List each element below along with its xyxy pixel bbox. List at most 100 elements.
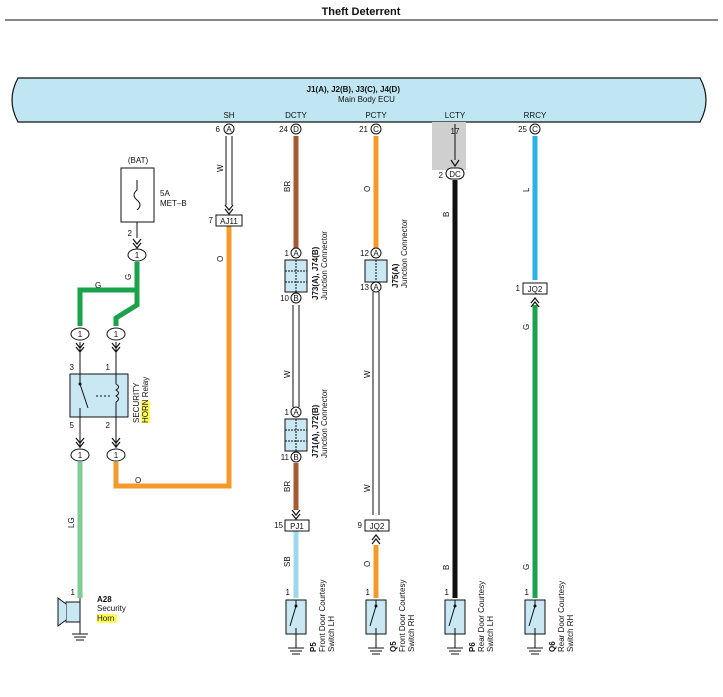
svg-text:G: G [95, 281, 101, 290]
junction-j75: 12 A 13 A J75(A) Junction Connector [360, 219, 409, 293]
svg-text:W: W [283, 370, 292, 378]
switch-name-line2: Switch LH [327, 616, 336, 652]
svg-text:1: 1 [114, 330, 119, 339]
svg-text:G: G [124, 274, 133, 280]
svg-text:2: 2 [106, 421, 111, 430]
svg-text:A: A [373, 283, 379, 292]
switch-pin: 1 [525, 588, 530, 597]
svg-text:9: 9 [358, 521, 363, 530]
svg-text:1: 1 [71, 588, 76, 597]
relay-bottom-terminals: 5 2 1 1 [70, 421, 126, 462]
svg-text:HORN Relay: HORN Relay [141, 377, 150, 423]
pj1-connector: 15 PJ1 [274, 509, 310, 532]
svg-text:SB: SB [283, 556, 292, 567]
svg-text:SECURITY: SECURITY [132, 382, 141, 423]
switch-name-line1: Rear Door Courtesy [557, 581, 566, 652]
svg-text:A: A [226, 125, 232, 134]
terminal-lcty: LCTY [445, 111, 466, 120]
switch-name-line2: Switch RH [407, 614, 416, 652]
terminal-rrcy: RRCY [524, 111, 547, 120]
svg-text:B: B [442, 212, 451, 217]
terminal-dcty: DCTY [285, 111, 307, 120]
svg-text:7: 7 [209, 216, 214, 225]
svg-text:W: W [363, 484, 372, 492]
aj11-connector: 7 AJ11 [209, 204, 243, 227]
switch-name-line1: Front Door Courtesy [398, 580, 407, 652]
svg-text:11: 11 [281, 453, 290, 462]
svg-text:1: 1 [285, 408, 290, 417]
svg-text:24: 24 [279, 125, 288, 134]
svg-text:1: 1 [78, 451, 83, 460]
svg-text:15: 15 [274, 521, 283, 530]
svg-text:17: 17 [451, 127, 460, 136]
svg-text:5: 5 [70, 421, 75, 430]
lcty-dc-junction: 2 DC [439, 159, 465, 180]
svg-text:J71(A), J72(B): J71(A), J72(B) [311, 404, 320, 458]
lcty-shade [432, 122, 466, 170]
relay-label: SECURITY HORN Relay [132, 377, 150, 423]
svg-text:MET–B: MET–B [160, 199, 187, 208]
switch-name-line1: Front Door Courtesy [318, 580, 327, 652]
svg-text:Junction Connector: Junction Connector [400, 219, 409, 288]
svg-text:W: W [216, 164, 225, 172]
svg-text:JQ2: JQ2 [528, 285, 543, 294]
svg-text:Junction Connector: Junction Connector [320, 231, 329, 300]
security-horn-relay [69, 373, 129, 418]
svg-text:L: L [522, 187, 531, 192]
switch-name-line1: Rear Door Courtesy [477, 581, 486, 652]
svg-text:DC: DC [449, 170, 461, 179]
svg-text:AJ11: AJ11 [220, 217, 238, 226]
svg-text:25: 25 [518, 125, 527, 134]
svg-text:J73(A), J74(B): J73(A), J74(B) [311, 246, 320, 300]
svg-text:A: A [373, 249, 379, 258]
relay-top-terminals: 1 1 3 1 [70, 327, 126, 372]
svg-text:12: 12 [360, 249, 369, 258]
svg-text:G: G [522, 564, 531, 570]
svg-text:2: 2 [128, 229, 133, 238]
wire-color-labels: W O BR W BR SB O W W O B B L G G G G O L… [67, 164, 531, 570]
svg-text:10: 10 [280, 294, 289, 303]
svg-text:Horn: Horn [97, 614, 114, 623]
svg-text:D: D [293, 125, 299, 134]
diagram-title: Theft Deterrent [322, 6, 401, 18]
switch-code: Q5 [389, 641, 398, 652]
ecu-pins: 6 A 24 D 21 C 17 25 C [216, 123, 541, 136]
svg-text:O: O [363, 186, 372, 192]
svg-text:6: 6 [216, 125, 221, 134]
svg-text:B: B [293, 453, 298, 462]
svg-text:21: 21 [359, 125, 368, 134]
svg-text:PJ1: PJ1 [290, 522, 304, 531]
fuse-met-b: (BAT) 5A MET–B 2 1 [120, 156, 187, 262]
switch-name-line2: Switch LH [486, 616, 495, 652]
svg-text:A28: A28 [97, 595, 112, 604]
svg-text:1: 1 [285, 249, 290, 258]
svg-text:Junction Connector: Junction Connector [320, 389, 329, 458]
switch-name-line2: Switch RH [566, 614, 575, 652]
svg-text:2: 2 [439, 171, 444, 180]
svg-text:3: 3 [70, 363, 75, 372]
svg-text:A: A [293, 249, 299, 258]
switch-code: P5 [309, 642, 318, 652]
svg-text:JQ2: JQ2 [370, 522, 385, 531]
security-horn-a28: 1 A28 Security Horn [57, 588, 126, 641]
switch-code: P6 [468, 642, 477, 652]
svg-text:1: 1 [78, 330, 83, 339]
jq2-pcty-connector: 9 JQ2 [358, 519, 390, 545]
switch-pin: 1 [366, 588, 371, 597]
svg-text:C: C [532, 125, 538, 134]
svg-text:13: 13 [360, 283, 369, 292]
svg-text:C: C [373, 125, 379, 134]
switch-pin: 1 [445, 588, 450, 597]
svg-text:O: O [216, 256, 225, 262]
svg-text:1: 1 [516, 284, 521, 293]
svg-text:J75(A): J75(A) [391, 263, 400, 288]
switch-code: Q6 [548, 641, 557, 652]
svg-text:1: 1 [106, 363, 111, 372]
svg-text:B: B [442, 565, 451, 570]
